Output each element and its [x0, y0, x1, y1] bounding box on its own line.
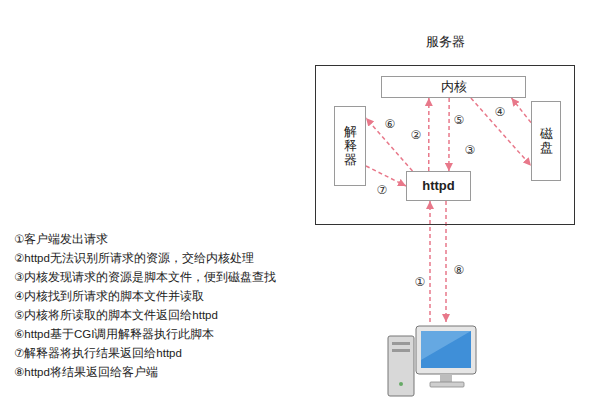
box-label: 内核: [441, 79, 467, 95]
callout-number: ③: [465, 143, 476, 157]
disk-box: 磁盘: [531, 101, 561, 181]
interpreter-box: 解释器: [334, 106, 366, 186]
flow-arrow: [366, 118, 413, 171]
flow-arrow: [471, 98, 531, 166]
step-note: ⑧httpd将结果返回给客户端: [14, 365, 158, 380]
callout-number: ⑧: [454, 263, 465, 277]
callout-number: ②: [411, 128, 422, 142]
flow-arrow: [512, 98, 532, 123]
server-heading: 服务器: [316, 34, 574, 50]
callout-number: ⑥: [385, 117, 396, 131]
callout-number: ⑦: [377, 183, 388, 197]
step-note: ⑥httpd基于CGI调用解释器执行此脚本: [14, 327, 214, 342]
step-note: ④内核找到所请求的脚本文件并读取: [14, 289, 204, 304]
flow-arrow: [428, 98, 430, 171]
callout-number: ⑤: [454, 113, 465, 127]
step-note: ⑤内核将所读取的脚本文件返回给httpd: [14, 308, 218, 323]
flow-arrow: [448, 98, 450, 171]
step-note: ①客户端发出请求: [14, 232, 108, 247]
callout-number: ④: [495, 105, 506, 119]
httpd-box: httpd: [406, 171, 471, 201]
response-arrow: [445, 201, 447, 322]
step-note: ③内核发现请求的资源是脚本文件，便到磁盘查找: [14, 270, 276, 285]
box-label: 解释器: [344, 125, 357, 168]
computer-icon: [388, 326, 476, 396]
callout-number: ①: [415, 275, 426, 289]
request-arrow: [429, 201, 431, 322]
box-label: httpd: [422, 178, 454, 194]
step-note: ②httpd无法识别所请求的资源，交给内核处理: [14, 251, 254, 266]
kernel-box: 内核: [381, 76, 526, 98]
step-note: ⑦解释器将执行结果返回给httpd: [14, 346, 182, 361]
server-box: 服务器内核解释器httpd磁盘: [315, 65, 575, 225]
box-label: 磁盘: [540, 127, 553, 156]
